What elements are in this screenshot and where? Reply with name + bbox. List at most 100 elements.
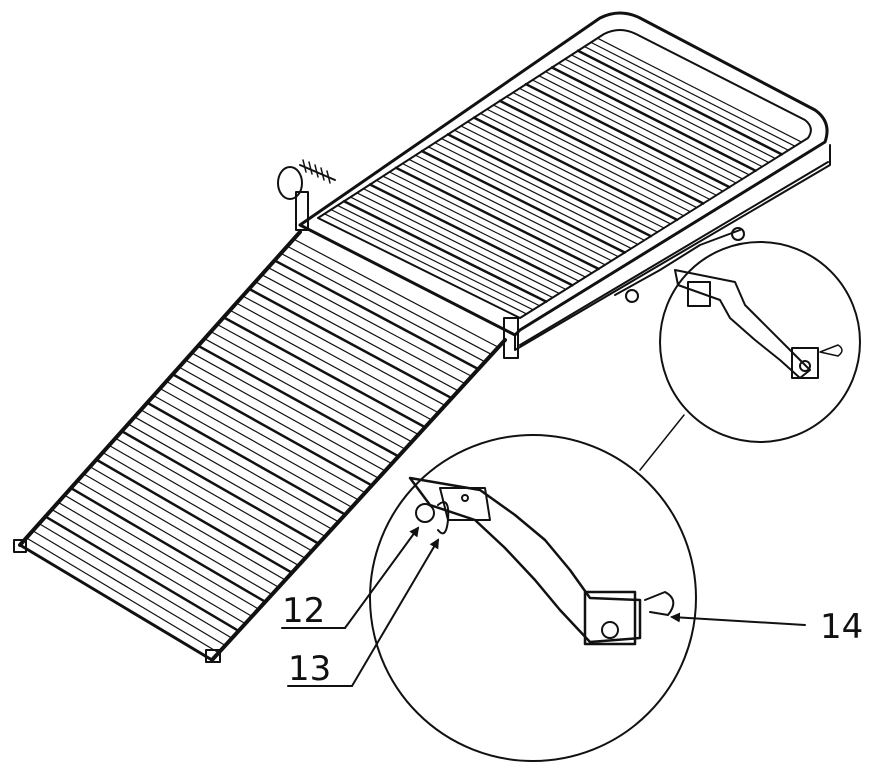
ramp-slat	[159, 387, 360, 501]
mount-bolt	[731, 227, 745, 241]
ramp-hinge-plate	[503, 317, 519, 359]
ramp-slat	[229, 309, 433, 421]
platform-slat	[330, 209, 534, 311]
platform-slat	[557, 62, 763, 168]
loading-ramp	[13, 191, 519, 663]
ramp-slat	[216, 323, 420, 436]
callout-13-label: 13	[288, 649, 331, 689]
platform-slat	[492, 104, 698, 209]
ramp-slat	[38, 523, 233, 639]
platform-slat	[498, 99, 705, 205]
ramp-slat	[293, 238, 499, 348]
platform-slat	[427, 146, 632, 250]
ramp-slat	[114, 437, 313, 552]
callout-14-label: 14	[820, 607, 863, 647]
ramp-slat	[171, 373, 374, 487]
platform-slat	[362, 188, 567, 290]
bolt-knob	[277, 166, 303, 200]
platform-slat	[550, 66, 757, 172]
ramp-slat	[153, 395, 353, 508]
callout-13-leader	[351, 538, 440, 687]
ramp-slat	[280, 252, 486, 363]
ramp-slat	[235, 302, 440, 414]
ramp-slat	[267, 266, 473, 377]
platform-slat	[524, 82, 731, 189]
callout-12-leader	[344, 526, 420, 629]
hitch-mount-bracket	[614, 229, 741, 296]
platform-slat	[590, 41, 796, 147]
callout-leaders	[281, 526, 806, 687]
platform-slat	[440, 137, 645, 241]
ramp-foot	[205, 649, 221, 663]
platform-slat	[466, 121, 672, 225]
platform-slat	[564, 58, 770, 164]
carrier-frame-side	[514, 144, 831, 351]
ramp-slat	[133, 416, 333, 530]
platform-slat	[446, 133, 653, 238]
platform-slat	[414, 154, 619, 258]
receiver-hole	[461, 494, 469, 502]
hitch-receiver-large	[439, 487, 491, 521]
ramp-slat	[25, 537, 220, 654]
platform-slat	[531, 79, 737, 184]
hitch-collar-large	[583, 590, 637, 646]
ramp-slat	[95, 458, 294, 574]
platform-slat	[479, 112, 685, 217]
detail-circle-lower	[369, 434, 697, 762]
hitch-arm-large	[408, 476, 642, 644]
platform-slat	[453, 129, 659, 233]
ramp-bottom-edge	[18, 543, 214, 662]
platform-slats	[323, 37, 803, 315]
cargo-carrier	[298, 11, 831, 351]
hitch-bolt-small	[799, 360, 811, 372]
platform-slat	[512, 91, 717, 196]
platform-slat	[518, 87, 724, 192]
platform-slat	[596, 37, 803, 143]
ramp-slat	[273, 259, 480, 371]
platform-slat	[394, 166, 600, 271]
detail-circle-outline	[369, 434, 697, 762]
platform-slat	[576, 49, 784, 156]
ramp-slat	[254, 281, 459, 392]
detail-connector-line	[639, 414, 685, 471]
ramp-slat	[222, 316, 427, 429]
platform-slat	[342, 200, 548, 303]
hitch-bolt-large	[601, 621, 619, 639]
hitch-arm-small	[674, 269, 811, 379]
platform-slat	[434, 142, 639, 245]
ramp-slat	[242, 295, 446, 407]
platform-slat	[368, 183, 574, 287]
platform-slat	[472, 116, 679, 222]
platform-slat	[336, 204, 541, 307]
ramp-slat	[102, 451, 300, 567]
platform-slat	[460, 125, 665, 229]
platform-slat	[375, 179, 580, 282]
ramp-slat	[32, 530, 226, 647]
hitch-pin-small	[819, 344, 843, 357]
platform-slat	[570, 54, 776, 160]
detail-circle-outline	[659, 241, 861, 443]
ramp-slat	[69, 486, 267, 604]
anti-rattle-bolt	[277, 159, 336, 200]
hitch-collar-small	[791, 347, 819, 379]
ramp-slat	[191, 352, 393, 465]
ramp-slat	[203, 338, 406, 450]
ramp-slat	[63, 494, 260, 610]
ramp-slat	[57, 501, 253, 617]
platform-slat	[420, 149, 626, 254]
carrier-frame-bottom	[519, 161, 829, 346]
ramp-slat	[51, 508, 246, 625]
hitch-pin-head	[415, 503, 435, 523]
ramp-slat	[120, 429, 320, 545]
ramp-slats	[25, 238, 499, 654]
ramp-slat	[76, 480, 273, 596]
hitch-receiver-small	[687, 281, 711, 307]
ramp-slat	[44, 515, 240, 633]
platform-slat	[388, 171, 593, 274]
platform-slat	[323, 213, 528, 315]
platform-slat	[486, 108, 691, 213]
platform-slat	[382, 175, 587, 278]
platform-slat	[356, 192, 560, 295]
